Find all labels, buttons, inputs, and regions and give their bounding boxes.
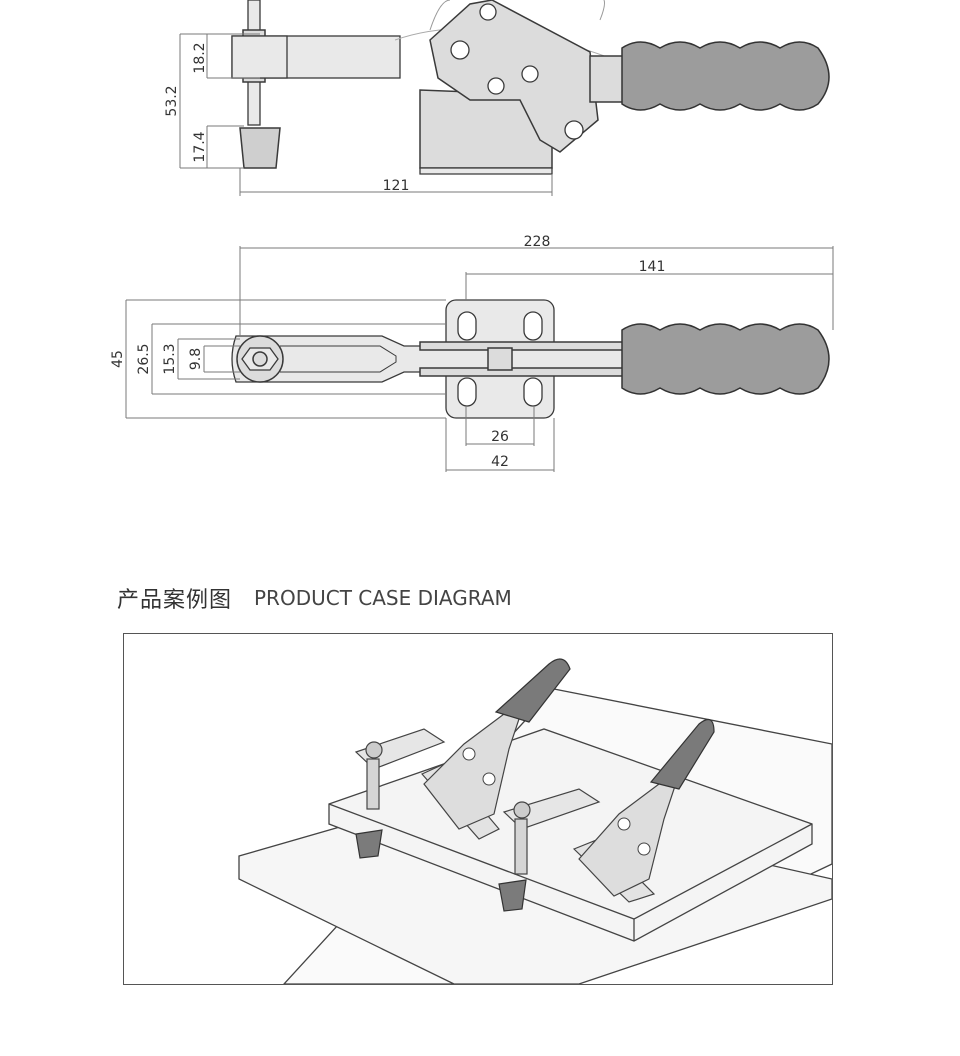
dim-53-2: 53.2 — [164, 85, 180, 116]
side-view-drawing: 18.2 53.2 17.4 121 — [164, 0, 830, 196]
case-section-title-cn: 产品案例图 — [117, 588, 233, 613]
dim-26-5: 26.5 — [136, 343, 152, 374]
clamp-illustration-1 — [354, 658, 571, 859]
dim-15-3: 15.3 — [162, 343, 178, 374]
dim-9-8: 9.8 — [188, 348, 204, 370]
dim-18-2: 18.2 — [192, 42, 208, 73]
dim-141: 141 — [639, 259, 666, 275]
dim-42: 42 — [491, 454, 509, 470]
case-diagram-illustration — [238, 658, 832, 984]
dim-17-4: 17.4 — [192, 131, 208, 162]
dim-45: 45 — [110, 350, 126, 368]
dim-228: 228 — [524, 234, 551, 250]
case-section-title-en: PRODUCT CASE DIAGRAM — [254, 586, 512, 610]
case-diagram-frame — [123, 633, 833, 985]
top-view-drawing: 228 141 45 26.5 15.3 9.8 26 42 — [110, 234, 834, 472]
dim-26: 26 — [491, 429, 509, 445]
dim-121: 121 — [383, 178, 410, 194]
clamp-illustration-2 — [498, 718, 715, 912]
